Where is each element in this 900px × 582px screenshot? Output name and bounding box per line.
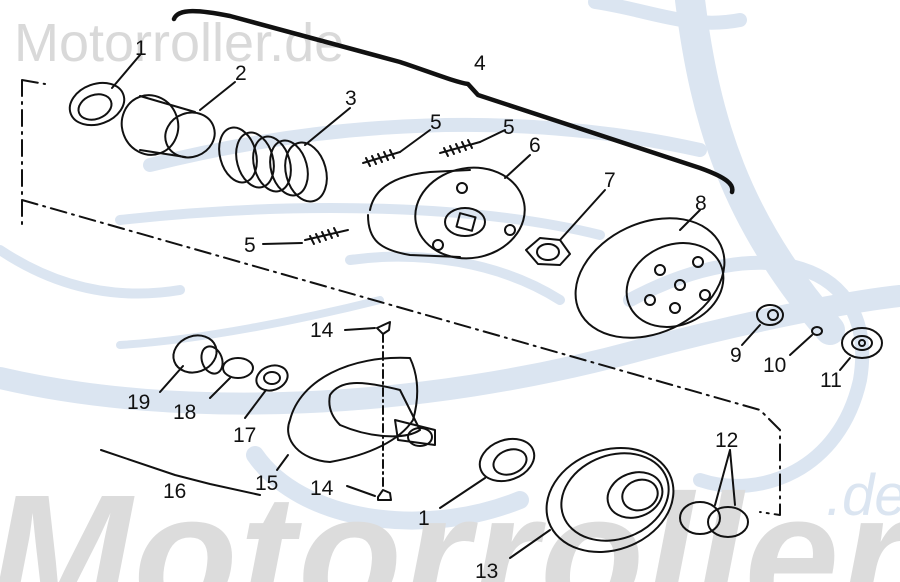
callout-3: 3 [345,87,357,110]
part-9-nut [741,304,784,346]
callout-5: 5 [244,234,256,257]
part-6-clutch-shoe [367,154,531,260]
callout-17: 17 [233,424,257,447]
callout-16: 16 [163,480,187,503]
callout-11: 11 [820,369,842,392]
watermark-top: Motorroller.de [14,13,345,73]
part-1-oil-seal-lower [439,437,536,509]
part-18-circlip [209,357,254,399]
part-8-clutch-bell [574,209,726,339]
part-14-pins [344,321,392,501]
part-19-needle-bearing [159,334,224,393]
part-17-bushing [244,364,289,419]
callout-18: 18 [173,401,197,424]
callout-1: 1 [418,507,430,530]
callout-7: 7 [604,169,616,192]
callout-5: 5 [430,111,442,134]
part-1-oil-seal [68,54,141,127]
callout-14: 14 [310,477,334,500]
group-bracket-16 [100,449,261,496]
group-bracket-4 [171,8,735,195]
part-15-drive-face [276,356,436,471]
part-7-nut [525,189,606,266]
callout-10: 10 [763,354,787,377]
callout-1: 1 [135,37,147,60]
callout-5: 5 [503,116,515,139]
part-10-washer [789,326,823,356]
callout-12: 12 [715,429,739,452]
part-5-springs [262,129,506,245]
callout-8: 8 [695,192,707,215]
watermark-bottom: Motorroller [0,460,900,582]
part-2-collar [120,81,236,159]
part-11-bearing [839,327,883,371]
callout-6: 6 [529,134,541,157]
part-13-driven-face [509,447,675,559]
callout-9: 9 [730,344,742,367]
callout-4: 4 [474,52,486,75]
part-12-caps [679,449,749,538]
axis-line-upper [21,79,781,516]
callout-2: 2 [235,62,247,85]
callout-13: 13 [475,560,499,582]
callout-14: 14 [310,319,334,342]
callout-15: 15 [255,472,279,495]
watermark-de-suffix: .de [826,463,900,528]
callout-19: 19 [127,391,151,414]
part-3-spring [218,107,351,203]
